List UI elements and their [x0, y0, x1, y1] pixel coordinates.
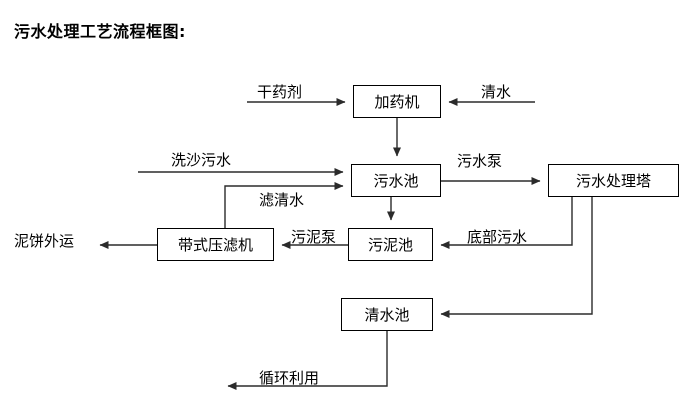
- edge-label-dry-agent: 干药剂: [257, 83, 303, 101]
- edge-tower-to-clear-pool: [440, 197, 593, 318]
- edge-tower-bottom-to-sludge-pool: [440, 197, 573, 249]
- edge-clear-pool-to-recycle: [227, 331, 388, 390]
- node-treatment-tower[interactable]: 污水处理塔: [548, 164, 679, 197]
- node-label: 加药机: [374, 93, 420, 111]
- edge-label-clean-water: 清水: [481, 83, 512, 101]
- edge-label-sewage-pump: 污水泵: [457, 152, 503, 170]
- edge-filtered-water-to-sewage-pool: [224, 182, 344, 228]
- node-sewage-pool[interactable]: 污水池: [351, 164, 441, 197]
- node-label: 带式压滤机: [177, 236, 253, 254]
- node-belt-filter-press[interactable]: 带式压滤机: [157, 228, 274, 261]
- edge-label-filtered-clear-water: 滤清水: [259, 191, 305, 209]
- edge-label-recycle-reuse: 循环利用: [259, 369, 320, 387]
- terminal-label-mud-cake-outbound: 泥饼外运: [14, 232, 75, 250]
- node-sludge-pool[interactable]: 污泥池: [348, 228, 433, 261]
- node-label: 污水池: [373, 172, 419, 190]
- edge-label-sand-washing-sewage: 洗沙污水: [171, 151, 232, 169]
- node-label: 污泥池: [367, 236, 413, 254]
- page-title: 污水处理工艺流程框图:: [14, 22, 186, 41]
- node-dosing-machine[interactable]: 加药机: [353, 85, 441, 118]
- node-clear-water-pool[interactable]: 清水池: [341, 298, 433, 331]
- edge-label-bottom-sewage: 底部污水: [467, 228, 528, 246]
- node-label: 污水处理塔: [575, 172, 651, 190]
- edge-label-sludge-pump: 污泥泵: [291, 228, 337, 246]
- node-label: 清水池: [364, 306, 410, 324]
